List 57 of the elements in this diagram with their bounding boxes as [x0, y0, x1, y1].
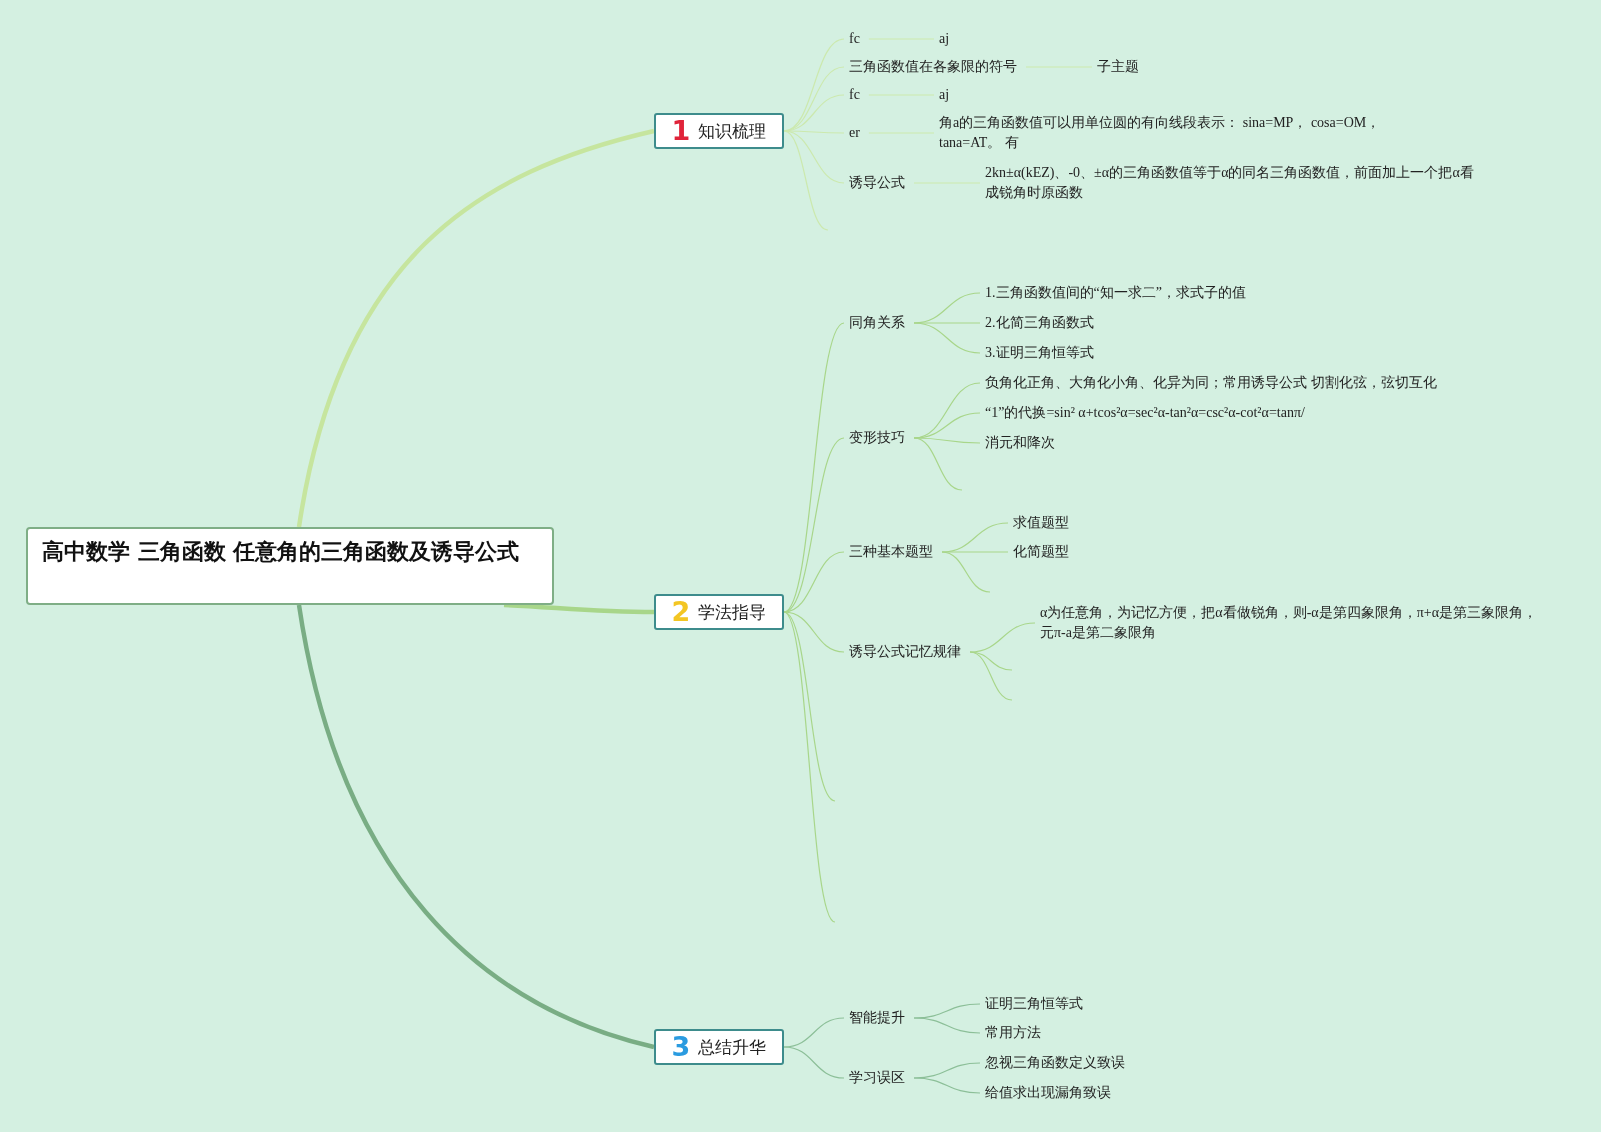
- branch-label: 化简题型: [1013, 542, 1069, 562]
- branch-label: 同角关系: [849, 313, 905, 333]
- branch-label: 子主题: [1097, 57, 1139, 77]
- topic-label: 学法指导: [698, 600, 767, 624]
- branch-label: 2kn±α(kEZ)、-0、±α的三角函数值等于α的同名三角函数值，前面加上一个把α看成锐角时原函数: [985, 163, 1485, 203]
- topic-box: [654, 594, 784, 630]
- branch-line: [783, 1046, 845, 1079]
- branch-label: 学习误区: [849, 1068, 905, 1088]
- branch-line: [783, 611, 836, 802]
- branch-label: 3.证明三角恒等式: [985, 343, 1094, 363]
- branch-label: 给值求出现漏角致误: [985, 1083, 1111, 1103]
- branch-label: 1.三角函数值间的“知一求二”，求式子的值: [985, 283, 1246, 303]
- branch-line: [941, 551, 991, 593]
- branch-label: 负角化正角、大角化小角、化异为同；常用诱导公式 切割化弦，弦切互化: [985, 373, 1437, 393]
- branch-line: [503, 602, 654, 615]
- branch-label: 常用方法: [985, 1023, 1041, 1043]
- branch-label: 三角函数值在各象限的符号: [849, 57, 1017, 77]
- root-topic-box: [26, 527, 554, 605]
- branch-label: 智能提升: [849, 1008, 905, 1028]
- branch-label: “1”的代换=sin² α+tcos²α=sec²α-tan²α=csc²α-cot²α=tanπ/: [985, 403, 1305, 423]
- branch-label: 忽视三角函数定义致误: [985, 1053, 1125, 1073]
- branch-line: [913, 1017, 981, 1034]
- branch-label: aj: [939, 29, 950, 49]
- branch-line: [296, 128, 655, 528]
- branch-line: [913, 437, 963, 491]
- branch-line: [969, 651, 1013, 701]
- branch-line: [783, 322, 845, 613]
- branch-label: fc: [849, 85, 860, 105]
- branch-label: aj: [939, 85, 950, 105]
- branch-line: [913, 437, 981, 444]
- branch-label: fc: [849, 29, 860, 49]
- topic-number: 2: [671, 597, 691, 627]
- branch-line: [941, 551, 1009, 553]
- branch-label: α为任意角，为记忆方便，把α看做锐角，则-α是第四象限角，π+α是第三象限角，元π-a是第二象限角: [1040, 603, 1550, 643]
- branch-label: 三种基本题型: [849, 542, 933, 562]
- branch-label: er: [849, 123, 860, 143]
- branch-line: [296, 604, 655, 1050]
- topic-number: 3: [671, 1032, 691, 1062]
- branch-line: [969, 622, 1036, 653]
- branch-label: 角a的三角函数值可以用单位圆的有向线段表示： sina=MP， cosa=OM，tana=AT。 有: [939, 113, 1389, 153]
- topic-label: 总结升华: [698, 1035, 767, 1059]
- branch-label: 证明三角恒等式: [985, 994, 1083, 1014]
- branch-label: 变形技巧: [849, 428, 905, 448]
- branch-label: 诱导公式记忆规律: [849, 642, 961, 662]
- branch-line: [783, 130, 829, 231]
- branch-line: [913, 322, 981, 354]
- branch-label: 诱导公式: [849, 173, 905, 193]
- branch-label: 消元和降次: [985, 433, 1055, 453]
- topic-label: 知识梳理: [698, 119, 767, 143]
- branch-line: [913, 1077, 981, 1094]
- topic-number: 1: [671, 116, 691, 146]
- branch-label: 求值题型: [1013, 513, 1069, 533]
- root-title: 高中数学 三角函数 任意角的三角函数及诱导公式: [42, 538, 521, 566]
- branch-line: [783, 611, 836, 923]
- topic-box: [654, 1029, 784, 1065]
- branch-label: 2.化简三角函数式: [985, 313, 1094, 333]
- topic-box: [654, 113, 784, 149]
